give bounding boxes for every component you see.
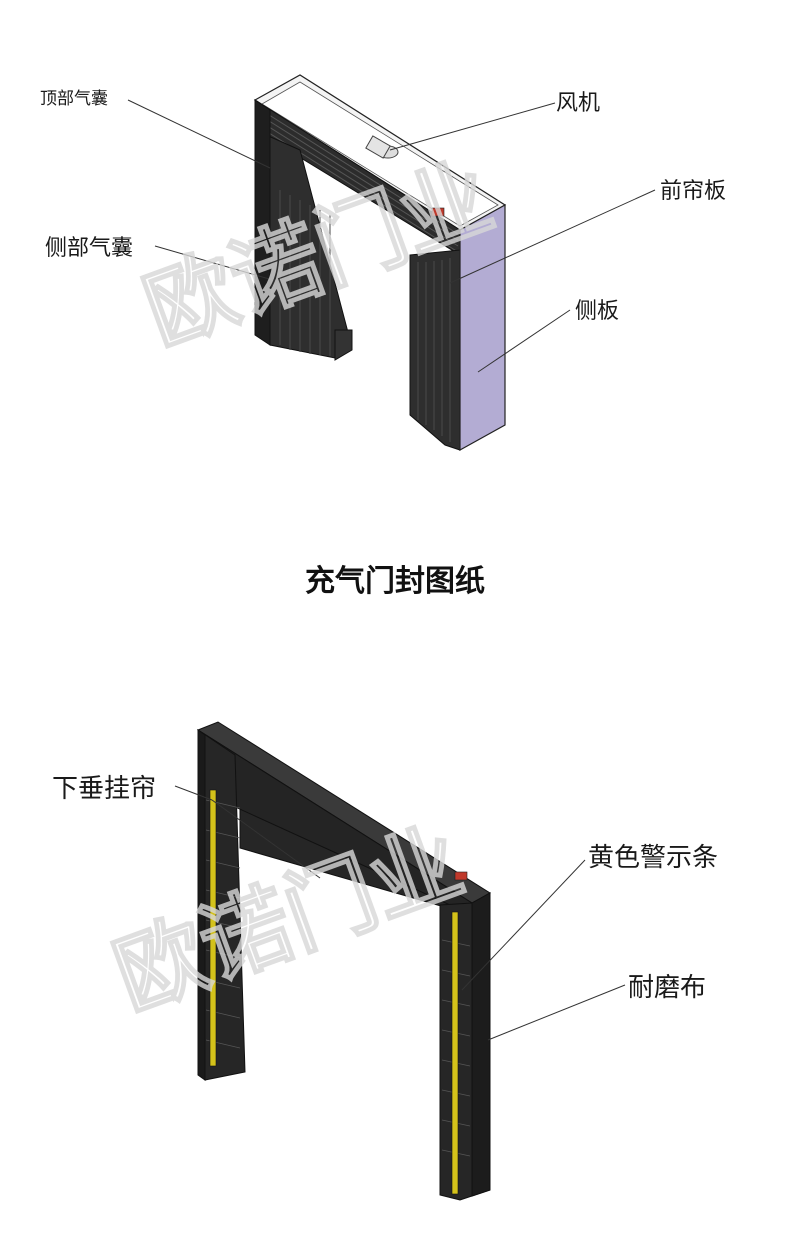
top-leader-lines xyxy=(127,99,656,373)
right-side-airbag xyxy=(409,249,461,451)
page-title: 充气门封图纸 xyxy=(305,564,485,599)
inflatable-seal-drawing xyxy=(253,74,507,452)
label-warning-strip: 黄色警示条 xyxy=(588,843,718,873)
warning-strip-left xyxy=(209,789,217,1067)
brand-badge-bottom xyxy=(454,871,468,881)
side-panel xyxy=(459,203,506,452)
label-front-curtain: 前帘板 xyxy=(660,179,726,204)
curtain-seal-drawing xyxy=(196,721,491,1201)
label-side-panel: 侧板 xyxy=(575,299,619,324)
warning-strip-right xyxy=(451,911,459,1195)
brand-badge xyxy=(431,207,445,217)
label-top-airbag: 顶部气囊 xyxy=(40,89,108,109)
bottom-leader-lines xyxy=(174,785,626,1041)
label-wear-fabric: 耐磨布 xyxy=(628,973,706,1003)
label-hanging-curtain: 下垂挂帘 xyxy=(52,774,156,804)
label-side-airbag: 侧部气囊 xyxy=(45,236,133,261)
label-fan: 风机 xyxy=(556,91,600,116)
